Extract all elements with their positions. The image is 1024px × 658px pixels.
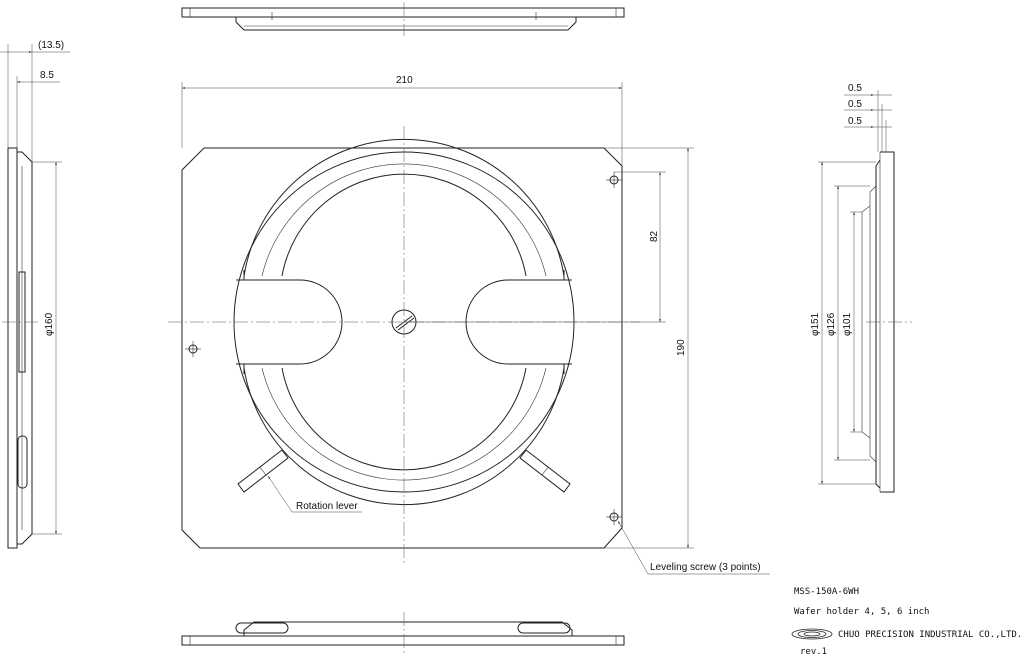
dim-8-5-label: 8.5 — [40, 70, 54, 81]
rotation-lever-right — [519, 449, 571, 493]
dim-210-label: 210 — [396, 75, 413, 86]
dim-phi151-label: φ151 — [810, 312, 821, 336]
dim-13-5-label: (13.5) — [38, 40, 64, 51]
rotation-lever-left — [237, 449, 289, 493]
title-block: MSS-150A-6WH Wafer holder 4, 5, 6 inch C… — [791, 587, 1022, 657]
dim-step-1-label: 0.5 — [848, 83, 862, 94]
model-number: MSS-150A-6WH — [794, 587, 859, 597]
dim-phi126-label: φ126 — [826, 312, 837, 336]
dim-190-label: 190 — [676, 339, 687, 356]
leveling-screw-callout: Leveling screw (3 points) — [650, 562, 761, 573]
leveling-screw-2 — [185, 341, 201, 357]
revision: rev.1 — [800, 647, 827, 657]
company-logo — [791, 628, 833, 640]
dim-phi101-label: φ101 — [842, 312, 853, 336]
plan-view — [168, 82, 770, 575]
rotation-lever-callout: Rotation lever — [296, 501, 358, 512]
dim-step-3-label: 0.5 — [848, 116, 862, 127]
bottom-edge-view — [181, 612, 625, 655]
left-side-view — [0, 44, 70, 549]
dim-step-2-label: 0.5 — [848, 99, 862, 110]
company-name: CHUO PRECISION INDUSTRIAL CO.,LTD. — [838, 630, 1022, 640]
plate-outline — [181, 147, 623, 549]
model-description: Wafer holder 4, 5, 6 inch — [794, 607, 929, 617]
dim-82-label: 82 — [649, 230, 660, 242]
top-edge-view — [181, 2, 625, 36]
leveling-screw-1 — [606, 172, 622, 188]
dim-phi160-label: φ160 — [44, 312, 55, 336]
right-side-view — [818, 90, 912, 493]
leveling-screw-3 — [606, 509, 622, 525]
